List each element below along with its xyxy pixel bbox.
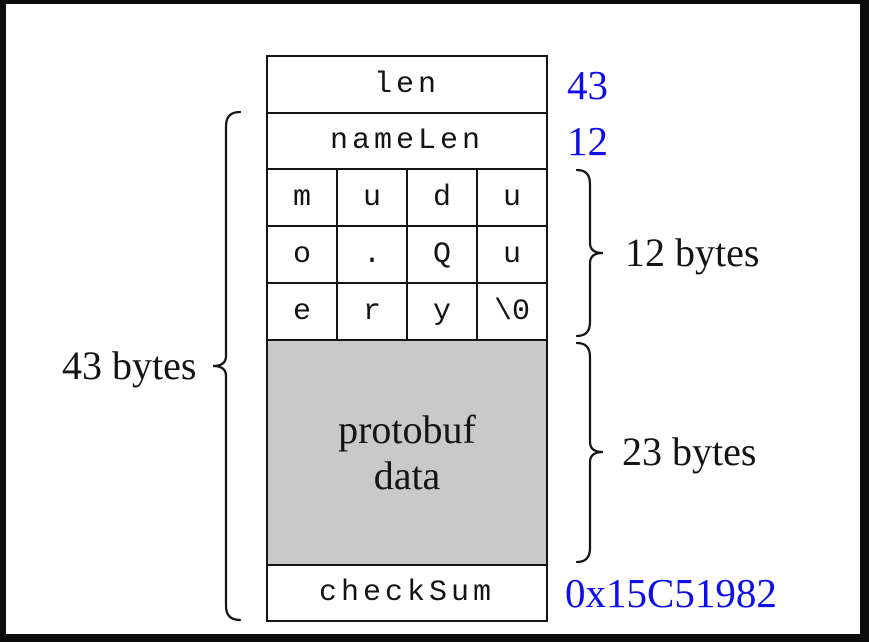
total-bytes-label: 43 bytes [62,343,197,388]
checksum-value: 0x15C51982 [565,566,777,620]
field-checksum: checkSum [268,566,546,620]
name-byte-cell: r [338,284,406,339]
name-byte-cell: u [478,227,546,282]
name-bytes-label: 12 bytes [625,230,760,275]
name-byte-cell: m [268,170,336,225]
namelen-value: 12 [567,114,608,168]
field-len: len [268,57,546,112]
name-byte-cell: y [408,284,476,339]
protobuf-label-line2: data [373,452,441,498]
len-value: 43 [567,57,608,112]
namelen-value-text: 12 [567,118,608,164]
name-byte-cell: o [268,227,336,282]
name-byte-cell: e [268,284,336,339]
protobuf-label-line1: protobuf [338,406,476,452]
name-byte-cell: u [478,170,546,225]
field-namelen: nameLen [268,114,546,168]
name-byte-cell: d [408,170,476,225]
name-byte-cell: u [338,170,406,225]
protobuf-data-box: protobuf data [268,341,546,564]
name-bytes-grid: m u d u o . Q u e r y \0 [268,170,546,339]
protobuf-bytes-label: 23 bytes [622,429,757,474]
field-checksum-label: checkSum [318,576,496,610]
name-byte-cell: \0 [478,284,546,339]
field-namelen-label: nameLen [329,124,485,158]
struct-table: len nameLen m u d u o . Q u e r y \0 pro… [266,55,548,622]
len-value-text: 43 [567,61,608,108]
figure-canvas: len nameLen m u d u o . Q u e r y \0 pro… [6,4,860,634]
name-byte-cell: Q [408,227,476,282]
checksum-value-text: 0x15C51982 [565,570,777,616]
name-byte-cell: . [338,227,406,282]
field-len-label: len [373,67,440,102]
